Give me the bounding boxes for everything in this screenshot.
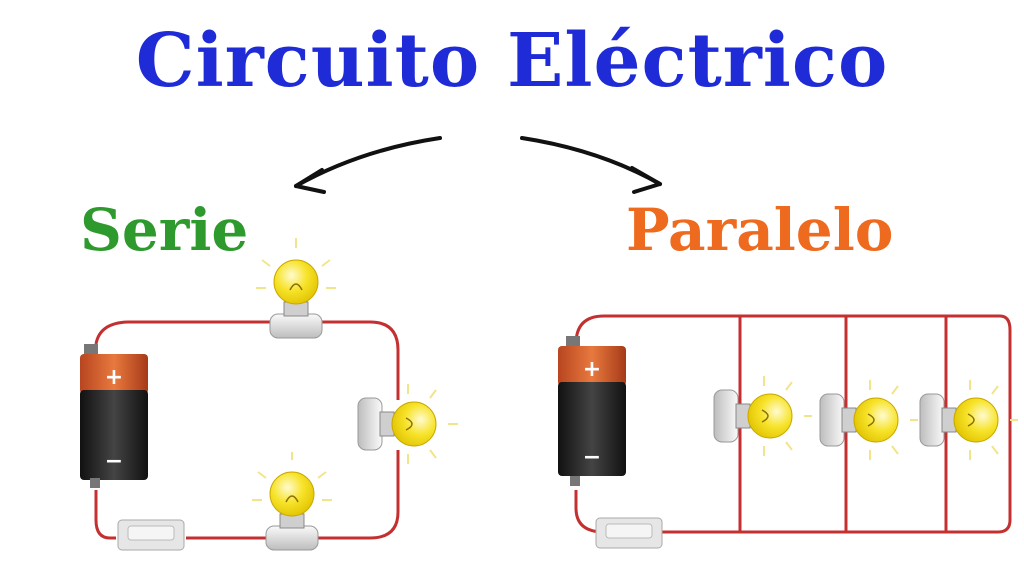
bulb-icon xyxy=(919,380,1018,460)
battery-plus-symbol: + xyxy=(105,365,123,390)
bulb-icon xyxy=(819,380,918,460)
paralelo-label: Paralelo xyxy=(626,196,894,264)
battery-plus-symbol: + xyxy=(583,357,601,382)
battery-icon: + − xyxy=(558,336,626,486)
serie-wire xyxy=(94,320,400,540)
battery-minus-symbol: − xyxy=(105,449,123,474)
switch-icon xyxy=(595,517,663,549)
arrow-icon xyxy=(294,136,442,194)
diagram-title: Circuito Eléctrico xyxy=(135,18,889,104)
serie-label: Serie xyxy=(80,196,249,264)
battery-icon: + − xyxy=(80,344,148,488)
arrow-icon xyxy=(520,136,662,194)
bulb-icon xyxy=(357,384,458,464)
battery-minus-symbol: − xyxy=(583,445,601,470)
bulb-icon xyxy=(256,238,336,339)
switch-icon xyxy=(117,519,185,551)
bulb-icon xyxy=(252,452,332,551)
bulb-icon xyxy=(713,376,812,456)
